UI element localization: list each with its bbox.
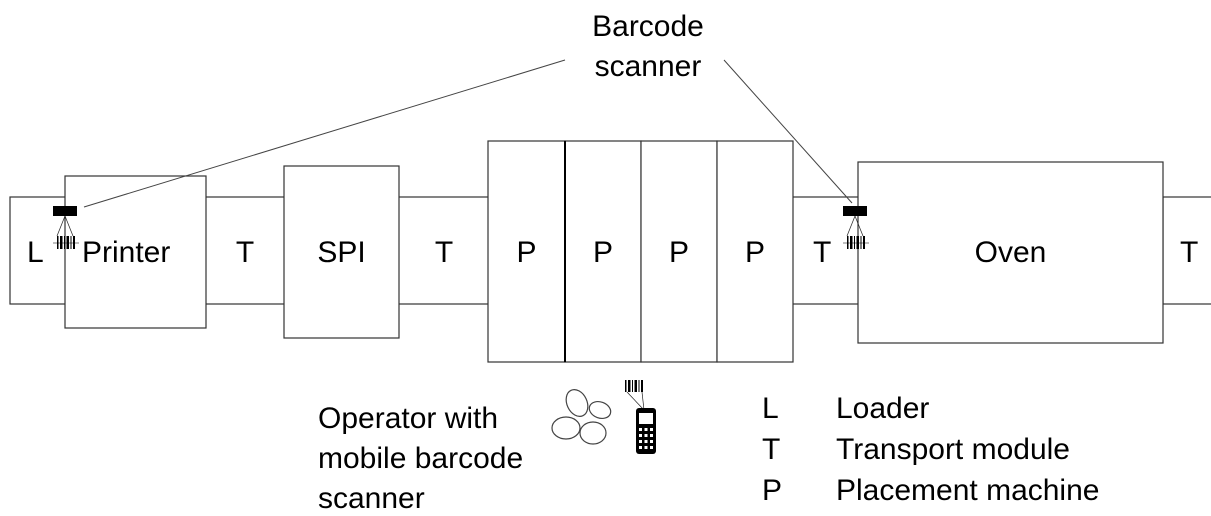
module-label-placement-4: P: [744, 236, 765, 269]
printer-box: [64, 175, 207, 329]
module-label-placement-2: P: [592, 236, 613, 269]
transport-band-1: [204, 196, 286, 305]
legend-key-p: P: [762, 474, 783, 507]
operator-caption-line3: scanner: [318, 482, 425, 515]
barcode-scanner-icon: [53, 206, 79, 249]
module-label-placement-1: P: [516, 236, 537, 269]
callout-label-line2: scanner: [594, 50, 702, 83]
callout-line-left: [83, 59, 566, 208]
operator-caption-line1: Operator with: [318, 402, 499, 435]
oven-box: [857, 161, 1164, 344]
spi-box: [283, 165, 400, 339]
legend-key-l: L: [762, 392, 779, 425]
legend-label-transport: Transport module: [836, 433, 1070, 466]
module-label-transport-4: T: [1180, 236, 1199, 269]
module-label-transport-3: T: [813, 236, 832, 269]
module-label-spi: SPI: [317, 236, 366, 269]
barcode-scanner-icon: [843, 206, 869, 249]
module-label-oven: Oven: [974, 236, 1047, 269]
callout-label-line1: Barcode: [592, 10, 704, 43]
module-label-placement-3: P: [668, 236, 689, 269]
callout-line-right: [723, 59, 853, 204]
transport-band-4: [1162, 196, 1211, 305]
legend-label-loader: Loader: [836, 392, 930, 425]
transport-band-2: [397, 196, 491, 305]
operator-icon: [551, 389, 612, 445]
module-label-transport-1: T: [235, 236, 255, 269]
module-label-transport-2: T: [434, 236, 454, 269]
mobile-barcode-scanner-icon: [625, 380, 656, 454]
placement-box-3: [640, 140, 718, 363]
legend-key-t: T: [762, 433, 781, 466]
module-label-loader: L: [27, 236, 44, 269]
module-label-printer: Printer: [82, 236, 171, 269]
legend-label-placement: Placement machine: [836, 474, 1100, 507]
placement-box-4: [716, 140, 794, 363]
operator-caption-line2: mobile barcode: [318, 442, 524, 475]
